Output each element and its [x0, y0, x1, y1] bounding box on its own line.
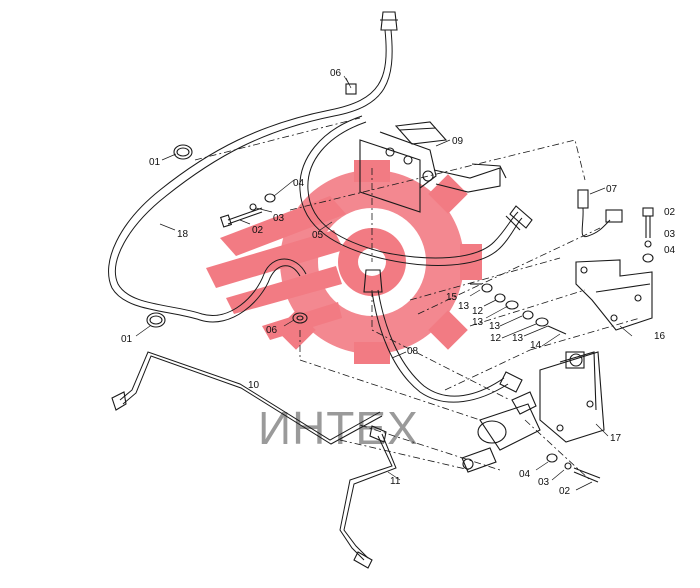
label-08: 08: [407, 346, 419, 357]
label-13-d: 13: [512, 333, 524, 344]
label-03-bottom: 03: [538, 477, 550, 488]
label-13-b: 13: [472, 317, 484, 328]
clamp-01-top: [173, 144, 193, 160]
leader-lines: [135, 75, 633, 491]
label-15: 15: [446, 292, 458, 303]
label-04-left: 04: [293, 178, 305, 189]
label-13-c: 13: [489, 321, 501, 332]
label-12-a: 12: [472, 306, 484, 317]
label-07: 07: [606, 184, 618, 195]
assembly-lines: [194, 117, 641, 481]
label-02-left: 02: [252, 225, 264, 236]
bracket-16: [575, 259, 653, 331]
fitting-06-top: [345, 77, 357, 95]
pedal-assembly-09: [359, 121, 507, 213]
label-17: 17: [610, 433, 622, 444]
bolt-set-right: [642, 207, 654, 263]
bolt-set-bottom: [546, 453, 601, 483]
bolt-set-left: [219, 193, 276, 228]
label-03-left: 03: [273, 213, 285, 224]
label-09: 09: [452, 136, 464, 147]
label-04-bottom: 04: [519, 469, 531, 480]
label-06-top: 06: [330, 68, 342, 79]
label-10: 10: [248, 380, 260, 391]
washer-06-lower: [292, 312, 308, 324]
master-cylinder-17: [461, 351, 605, 473]
watermark-logo: [206, 160, 482, 364]
hardware-12-15: [470, 283, 567, 335]
brake-line-10: [111, 351, 383, 445]
label-01-bottom: 01: [121, 334, 133, 345]
label-14: 14: [530, 340, 542, 351]
label-05: 05: [312, 230, 324, 241]
label-12-b: 12: [490, 333, 502, 344]
label-11: 11: [390, 476, 401, 487]
hose-05: [299, 115, 533, 266]
switch-07: [577, 189, 623, 238]
label-16: 16: [654, 331, 666, 342]
hose-18: [108, 11, 398, 323]
part-labels: 06 01 09 04 03 02 05 18 07 02 03 04 15 1…: [121, 68, 676, 497]
brake-line-11: [339, 425, 397, 569]
label-18: 18: [177, 229, 189, 240]
clamp-01-bottom: [146, 312, 166, 328]
label-06-lower: 06: [266, 325, 278, 336]
label-03-right: 03: [664, 229, 676, 240]
watermark-text: ИНТЕХ: [258, 402, 419, 454]
label-02-bottom: 02: [559, 486, 571, 497]
label-13-a: 13: [458, 301, 470, 312]
hose-08: [363, 269, 523, 403]
label-02-right: 02: [664, 207, 676, 218]
label-04-right: 04: [664, 245, 676, 256]
label-01-top: 01: [149, 157, 161, 168]
